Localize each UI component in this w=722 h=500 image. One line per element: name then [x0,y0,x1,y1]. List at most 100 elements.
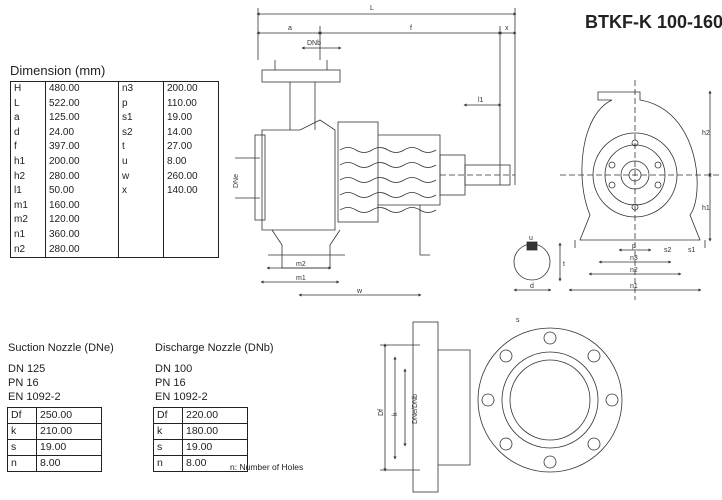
dim-key [118,198,164,214]
dim-value: 280.00 [45,169,119,185]
table-row: L 522.00 p 110.00 [11,96,219,112]
discharge-nozzle-heading: Discharge Nozzle (DNb) [155,342,274,354]
discharge-standard: EN 1092-2 [155,391,208,403]
label-u: u [529,235,533,242]
dim-value [163,213,219,228]
label-dne-dnb: DNe/DNb [412,394,419,424]
label-s2: s2 [664,247,672,254]
table-row: m2 120.00 [11,213,219,228]
holes-note: n: Number of Holes [230,462,304,472]
dim-value: 19.00 [163,111,219,126]
dim-value: 140.00 [163,184,219,199]
label-n1: n1 [630,283,638,290]
dim-key: u [118,154,164,170]
dim-value: 160.00 [45,198,119,214]
dim-key: m1 [14,199,28,211]
dim-value: 360.00 [45,227,119,243]
table-row: l1 50.00 x 140.00 [11,184,219,199]
dim-value: 125.00 [45,111,119,126]
dim-value: 522.00 [45,96,119,112]
dim-key: f [14,141,17,153]
dim-key: h1 [14,155,26,167]
label-dne: DNe [233,174,240,188]
dim-key [118,227,164,243]
document-title: BTKF-K 100-160 [585,12,722,32]
table-row: d 24.00 s2 14.00 [11,125,219,141]
flange-value: 180.00 [182,423,248,440]
label-s: s [516,317,520,324]
dim-key: H [14,83,22,94]
label-n3: n3 [630,255,638,262]
dim-key: t [118,140,164,155]
dim-key: p [118,96,164,112]
table-row: m1 160.00 [11,198,219,214]
label-k: k [392,412,399,416]
flange-value: 8.00 [36,455,102,472]
suction-nozzle-heading: Suction Nozzle (DNe) [8,342,114,354]
dim-value: 200.00 [45,154,119,170]
table-row: f 397.00 t 27.00 [11,140,219,155]
label-m1: m1 [296,275,306,282]
label-s1: s1 [688,247,696,254]
dim-value: 280.00 [45,242,119,258]
dim-value: 200.00 [163,81,219,97]
table-row: H 480.00 n3 200.00 [11,81,219,97]
dim-key: x [118,184,164,199]
dim-value: 110.00 [163,96,219,112]
dim-value: 27.00 [163,140,219,155]
dim-key: n1 [14,228,26,240]
dimension-table: H 480.00 n3 200.00 L 522.00 p 110.00 a 1… [10,81,219,259]
dim-value: 50.00 [45,184,119,199]
dim-key: m2 [14,214,28,226]
dim-value: 120.00 [45,213,119,228]
suction-pn: PN 16 [8,377,39,389]
dim-value: 24.00 [45,125,119,141]
label-a: a [288,25,292,32]
dim-key: n2 [14,243,26,255]
table-row: h2 280.00 w 260.00 [11,169,219,185]
label-dnb: DNb [307,40,321,47]
dim-key: s2 [118,125,164,141]
label-p: p [632,243,636,250]
dim-key [118,242,164,258]
dim-value [163,198,219,214]
suction-standard: EN 1092-2 [8,391,61,403]
dim-key: n3 [118,81,164,97]
dim-value: 260.00 [163,169,219,185]
table-row: a 125.00 s1 19.00 [11,111,219,126]
suction-dn: DN 125 [8,363,46,375]
dim-value [163,242,219,258]
label-h1: h1 [702,205,710,212]
label-x: x [505,25,509,32]
label-w: w [356,288,363,295]
flange-value: 210.00 [36,423,102,440]
label-t: t [563,261,565,268]
label-m2: m2 [296,261,306,268]
dim-value: 8.00 [163,154,219,170]
dim-key [118,213,164,228]
dim-key: w [118,169,164,185]
label-d: d [530,283,534,290]
dim-value: 480.00 [45,81,119,97]
dimension-heading: Dimension (mm) [10,63,106,78]
table-row: n2 280.00 [11,242,219,258]
dim-key: l1 [14,185,22,197]
dim-key: L [14,97,20,109]
dim-key: s1 [118,111,164,126]
table-row: h1 200.00 u 8.00 [11,154,219,170]
label-f: f [410,25,412,32]
dim-key: a [14,112,20,124]
label-df: Df [378,409,385,416]
label-l1: l1 [478,97,484,104]
discharge-pn: PN 16 [155,377,186,389]
dim-value [163,227,219,243]
